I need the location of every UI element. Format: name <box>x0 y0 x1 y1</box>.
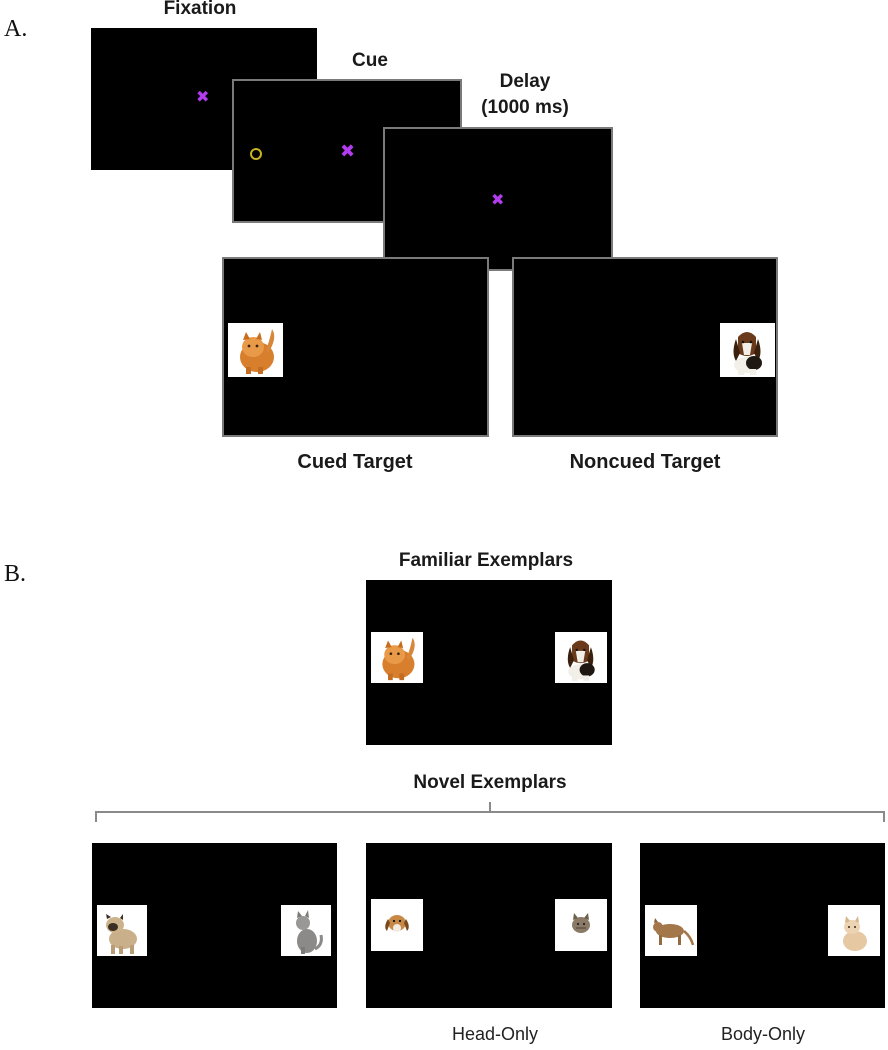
pug-stimulus-icon <box>97 905 147 956</box>
basset-hound-stimulus-icon <box>720 323 775 377</box>
cue-title: Cue <box>352 50 388 71</box>
cued-target-caption: Cued Target <box>297 451 413 473</box>
familiar-exemplars-screen <box>366 580 612 745</box>
body-only-caption: Body-Only <box>720 1024 806 1044</box>
fixation-title: Fixation <box>163 0 237 19</box>
delay-screen: ✖ <box>383 127 613 271</box>
novel-exemplars-screen <box>92 843 337 1008</box>
beagle-head-stimulus-icon <box>371 899 423 951</box>
tabby-head-stimulus-icon <box>555 899 607 951</box>
novel-exemplars-title: Novel Exemplars <box>413 772 567 793</box>
fixation-cross-icon: ✖ <box>196 87 210 106</box>
delay-duration: (1000 ms) <box>481 97 569 118</box>
cue-fixation-cross-icon: ✖ <box>340 141 356 162</box>
noncued-target-screen <box>512 257 778 437</box>
novel-exemplars-bracket <box>95 802 885 822</box>
head-only-screen <box>366 843 612 1008</box>
delay-title: Delay <box>499 71 551 92</box>
noncued-target-caption: Noncued Target <box>569 451 721 473</box>
tan-cat-body-stimulus-icon <box>645 905 697 956</box>
delay-fixation-cross-icon: ✖ <box>491 190 505 209</box>
cat-stimulus-icon <box>228 323 283 377</box>
familiar-cat-stimulus-icon <box>371 632 423 683</box>
familiar-dog-stimulus-icon <box>555 632 607 683</box>
familiar-exemplars-title: Familiar Exemplars <box>398 550 574 571</box>
cue-ring-icon <box>250 148 262 160</box>
head-only-caption: Head-Only <box>451 1024 539 1044</box>
cued-target-screen <box>222 257 489 437</box>
kitten-body-stimulus-icon <box>828 905 880 956</box>
panel-a-label: A. <box>4 16 28 42</box>
body-only-screen <box>640 843 885 1008</box>
gray-cat-stimulus-icon <box>281 905 331 956</box>
panel-b-label: B. <box>4 561 27 587</box>
